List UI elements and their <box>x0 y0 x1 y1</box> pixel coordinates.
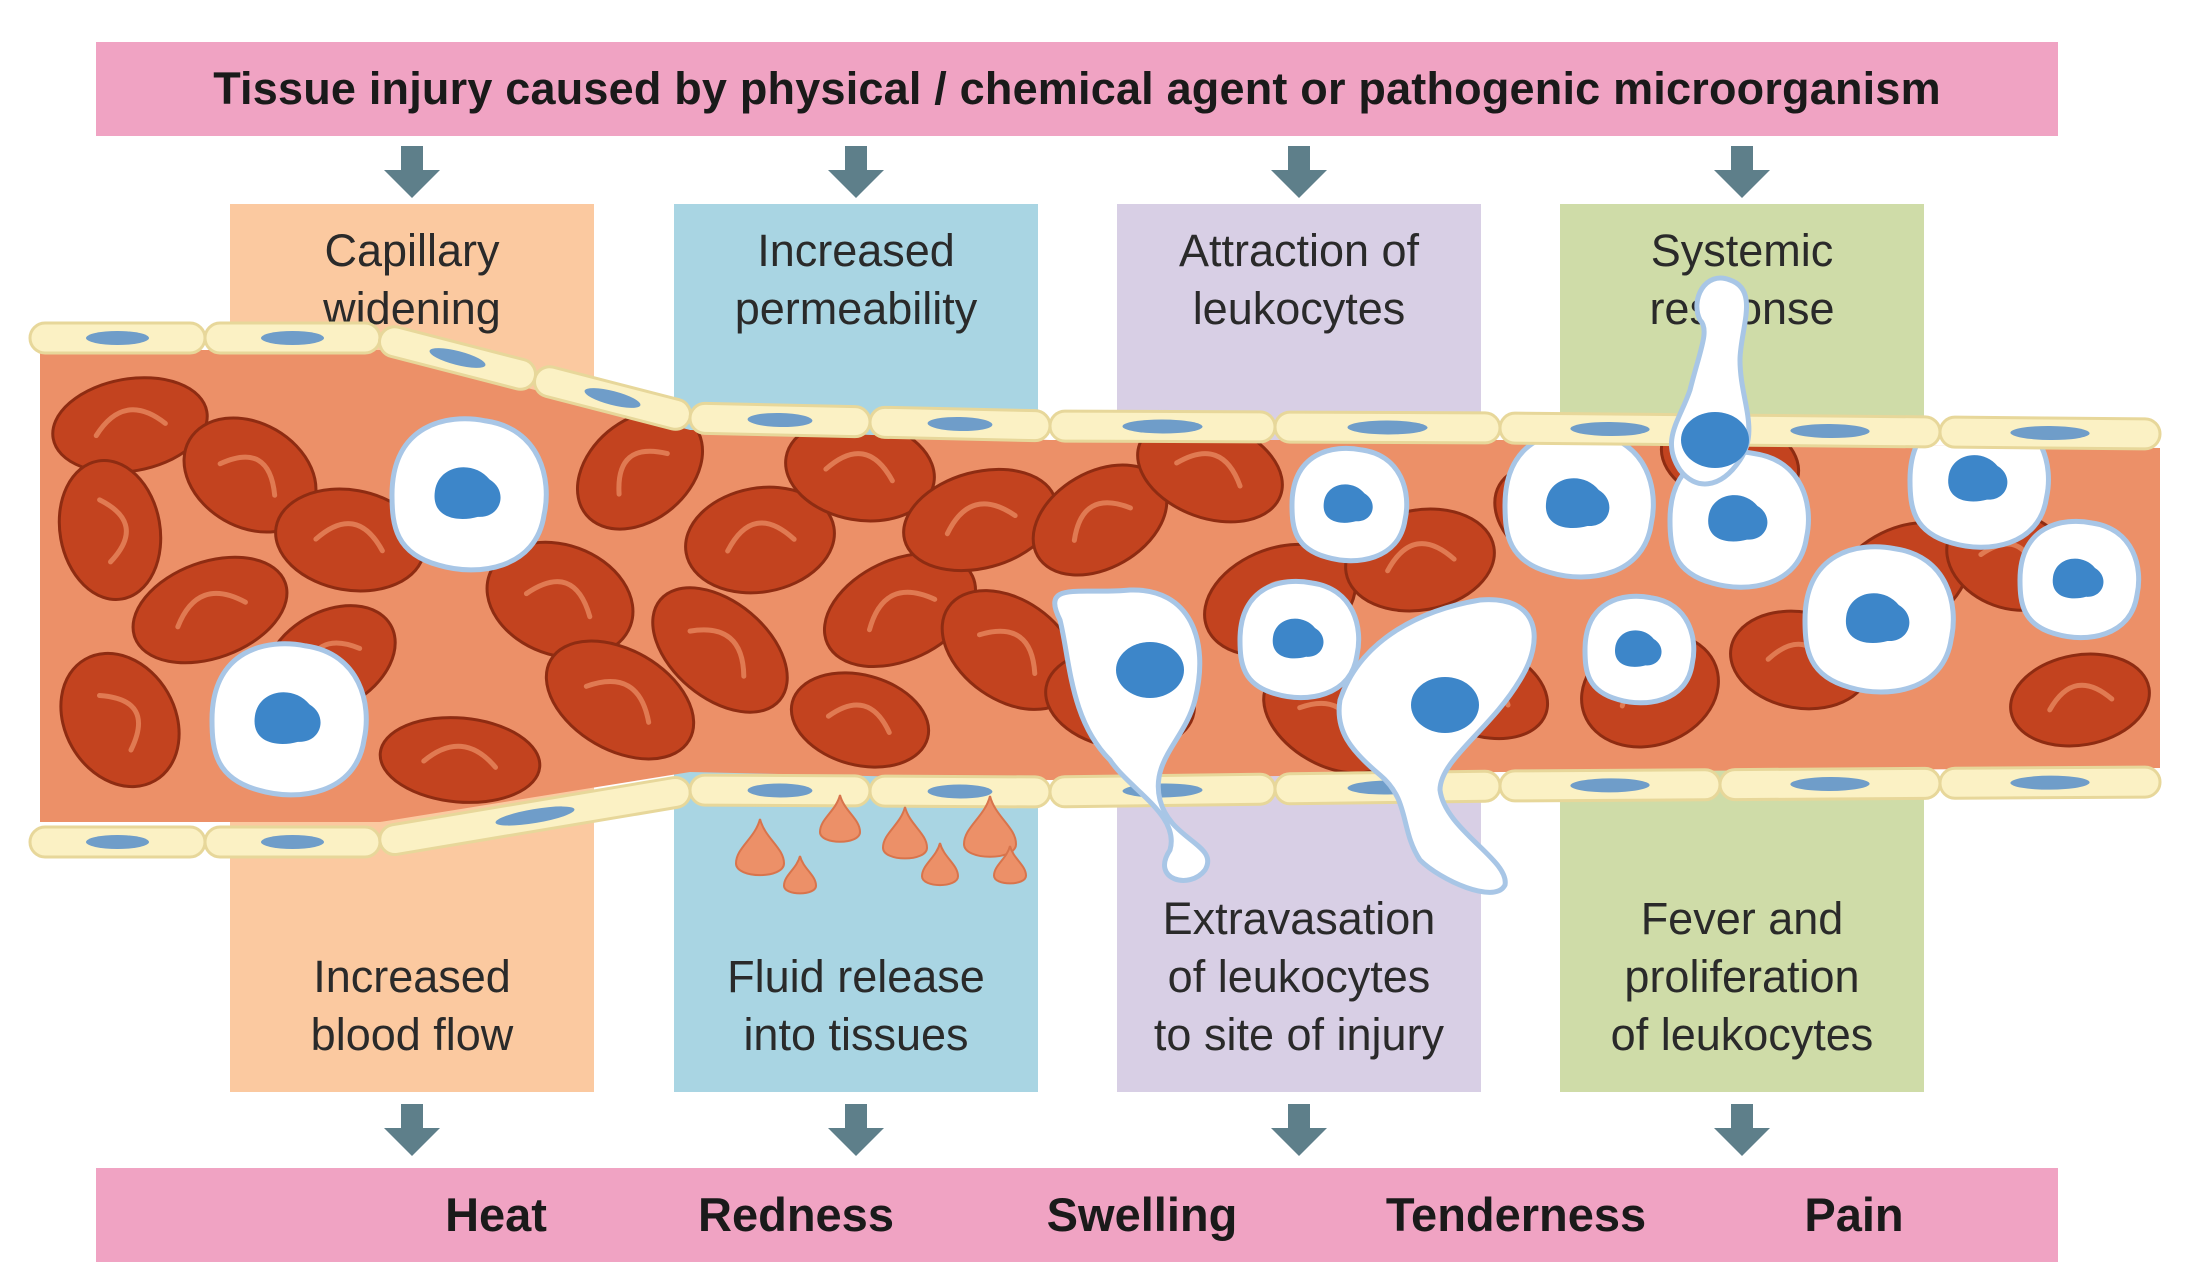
red-blood-cell <box>684 485 836 595</box>
endothelial-cell <box>1718 766 1942 802</box>
column-top-label: Attraction of leukocytes <box>1178 225 1420 334</box>
fluid-drop <box>962 795 1018 858</box>
red-blood-cell <box>485 540 635 660</box>
leukocyte <box>1289 445 1410 564</box>
sign-pain: Pain <box>1804 1188 1904 1241</box>
leukocyte <box>1582 593 1697 706</box>
leukocyte <box>1502 429 1656 580</box>
down-arrow-icon <box>1271 1104 1327 1156</box>
fluid-drop <box>782 855 818 895</box>
endothelial-cell <box>28 321 207 355</box>
leukocyte <box>1802 544 1956 695</box>
red-blood-cell <box>51 376 209 474</box>
column-top-label: Increased permeability <box>734 225 978 334</box>
red-blood-cell <box>378 716 542 804</box>
red-blood-cell <box>902 467 1058 573</box>
column-bottom-label: Extravasation of leukocytes to site of i… <box>1153 893 1445 1060</box>
fluid-drop <box>818 794 862 843</box>
red-blood-cell <box>131 555 289 665</box>
fluid-drop <box>881 806 929 860</box>
endothelial-cell <box>1938 415 2162 451</box>
arrows-top <box>384 146 1770 198</box>
extravasating-leukocyte <box>1052 587 1211 883</box>
leukocyte <box>1237 578 1362 701</box>
leukocyte <box>2017 518 2142 641</box>
fluid-drop <box>920 842 960 887</box>
down-arrow-icon <box>1714 146 1770 198</box>
sign-heat: Heat <box>445 1188 547 1241</box>
vessel-wall <box>28 321 2162 859</box>
red-blood-cell <box>2009 652 2151 748</box>
red-blood-cell <box>544 639 696 761</box>
endothelial-cell <box>688 401 872 439</box>
endothelial-cell <box>868 774 1052 809</box>
blood-cells <box>51 376 2151 804</box>
column-bottom-label: Fever and proliferation of leukocytes <box>1610 893 1874 1060</box>
endothelial-cell <box>28 825 207 859</box>
extravasating-leukocyte <box>1336 597 1537 895</box>
sign-redness: Redness <box>698 1188 894 1241</box>
down-arrow-icon <box>828 1104 884 1156</box>
down-arrow-icon <box>1271 146 1327 198</box>
top-banner: Tissue injury caused by physical / chemi… <box>96 42 2058 136</box>
red-blood-cell <box>789 671 931 769</box>
endothelial-cell <box>1048 409 1277 444</box>
endothelial-cell <box>203 321 382 355</box>
endothelial-cell <box>868 405 1052 443</box>
fluid-drops <box>734 794 1028 895</box>
endothelial-cell <box>203 825 382 859</box>
column-bottom-label: Fluid release into tissues <box>727 951 985 1060</box>
bottom-banner: Heat Redness Swelling Tenderness Pain <box>96 1168 2058 1262</box>
endothelial-cell <box>688 773 872 808</box>
red-blood-cell <box>822 551 978 669</box>
sign-tenderness: Tenderness <box>1385 1188 1647 1241</box>
endothelial-cell <box>1498 411 1722 447</box>
fluid-drop <box>734 818 786 876</box>
endothelial-cell <box>1273 410 1502 445</box>
red-blood-cell <box>59 651 181 789</box>
column-bottom-label: Increased blood flow <box>310 951 514 1060</box>
sign-swelling: Swelling <box>1046 1188 1238 1241</box>
fluid-drop <box>992 845 1028 885</box>
extravasating-leukocytes <box>1052 275 1752 895</box>
red-blood-cell <box>57 459 163 601</box>
top-banner-text: Tissue injury caused by physical / chemi… <box>213 63 1941 114</box>
leukocyte <box>209 641 369 798</box>
down-arrow-icon <box>828 146 884 198</box>
extravasating-leukocyte <box>1668 275 1752 487</box>
endothelial-cell <box>1938 765 2162 800</box>
arrows-bottom <box>384 1104 1770 1156</box>
endothelial-cell <box>1498 768 1722 803</box>
down-arrow-icon <box>1714 1104 1770 1156</box>
endothelial-cell <box>1718 413 1942 449</box>
leukocyte <box>389 416 549 573</box>
red-blood-cell <box>651 586 789 714</box>
down-arrow-icon <box>384 1104 440 1156</box>
down-arrow-icon <box>384 146 440 198</box>
